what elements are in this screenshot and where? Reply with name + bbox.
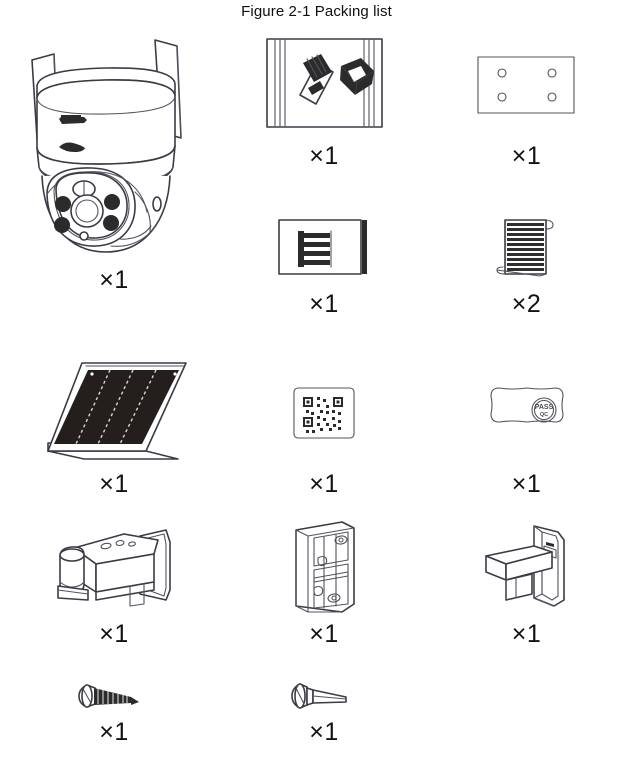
packing-row: ×1 [0,26,633,293]
quantity-label: ×1 [99,266,129,294]
quantity-label: ×1 [309,470,339,498]
packing-item-solar-panel[interactable]: ×1 [0,354,228,514]
manual-icon [492,204,562,292]
packing-item-qr-code-card[interactable]: ×1 [228,354,420,514]
panel-bracket-icon [472,514,582,622]
stamp-line-1: PASS [534,404,553,411]
screw-pack-icon [276,204,372,292]
accessory-bag-icon [262,26,387,144]
quantity-label: ×1 [99,718,129,746]
packing-row: ×1 [0,354,633,514]
camera-icon [14,26,214,268]
quantity-label: ×1 [309,620,339,648]
quantity-label: ×1 [309,290,339,318]
packing-row: ×1 [0,204,633,354]
packing-item-wall-mount-plate[interactable]: ×1 [228,514,420,674]
wall-plate-icon [284,514,364,622]
quantity-label: ×1 [511,620,542,648]
quantity-label: ×1 [99,620,129,648]
tapping-screw-icon [69,674,159,720]
packing-item-panel-bracket[interactable]: ×1 [420,514,633,674]
figure-caption: Figure 2-1 Packing list [241,3,392,20]
quantity-label: ×1 [309,142,339,170]
quantity-label: ×1 [511,142,542,170]
packing-item-tapping-screw[interactable]: ×1 [0,674,228,774]
qr-code-icon [292,354,356,472]
quantity-label: ×1 [309,718,339,746]
packing-item-screw-pack[interactable]: ×1 [228,204,420,354]
locking-bolt-icon [284,674,364,720]
stamp-line-2: QC [539,412,547,418]
packing-item-position-map[interactable]: ×1 [420,26,633,204]
packing-item-user-manual[interactable]: ×2 [420,204,633,354]
quantity-label: ×2 [511,290,542,318]
packing-item-network-camera[interactable]: ×1 [0,26,228,293]
quantity-label: ×1 [99,470,129,498]
bracket-arm-icon [48,514,180,622]
qc-pass-icon: PASS QC [483,354,571,472]
packing-row: ×1 ×1 [0,674,633,774]
quantity-label: ×1 [511,470,542,498]
solar-panel-icon [34,354,194,472]
position-map-icon [474,26,579,144]
packing-item-camera-bracket[interactable]: ×1 [0,514,228,674]
packing-row: ×1 [0,514,633,674]
packing-item-locking-bolt[interactable]: ×1 [228,674,420,774]
packing-list-grid: ×1 [0,26,633,774]
packing-item-accessory-bag[interactable]: ×1 [228,26,420,204]
packing-item-qc-certificate[interactable]: PASS QC ×1 [420,354,633,514]
